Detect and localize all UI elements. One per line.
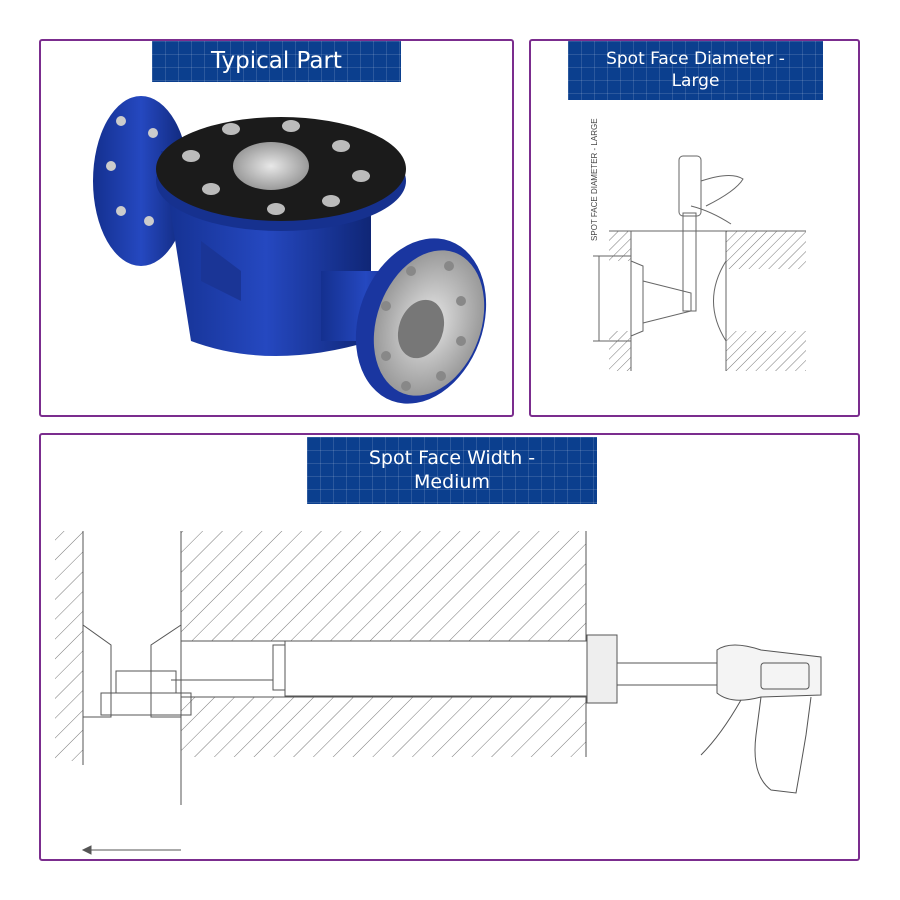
typical-part-title: Typical Part xyxy=(152,41,401,82)
spot-face-diameter-axis-label: SPOT FACE DIAMETER - LARGE xyxy=(590,118,599,241)
title-line-1: Spot Face Diameter - xyxy=(606,49,785,70)
title-line-1: Spot Face Width - xyxy=(368,446,536,469)
spot-face-width-title: Spot Face Width - Medium xyxy=(307,437,597,504)
spot-face-diameter-diagram: SPOT FACE DIAMETER - LARGE xyxy=(590,118,806,371)
spot-face-diameter-panel: SPOT FACE DIAMETER - LARGE Spot Face Dia… xyxy=(529,39,860,417)
spot-face-width-panel: Spot Face Width - Medium xyxy=(39,433,860,861)
title-line-2: Large xyxy=(671,70,720,91)
valve-body-image xyxy=(93,96,487,404)
spot-face-width-diagram xyxy=(55,531,822,855)
title-line-2: Medium xyxy=(414,470,490,493)
spot-face-diameter-title: Spot Face Diameter - Large xyxy=(568,41,823,100)
typical-part-panel: Typical Part xyxy=(39,39,514,417)
